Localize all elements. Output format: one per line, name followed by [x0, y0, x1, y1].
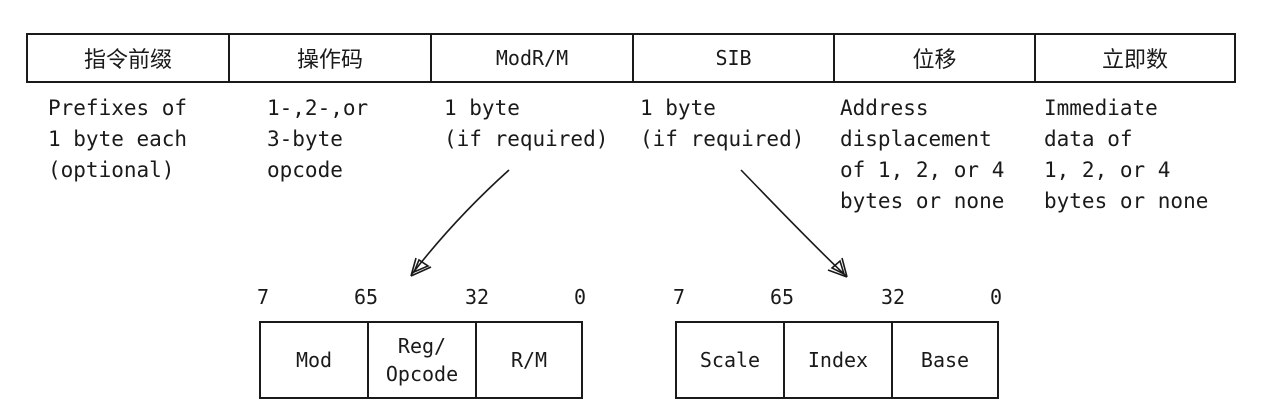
field-modrm: ModR/M [432, 35, 634, 81]
desc-displacement: Address displacement of 1, 2, or 4 bytes… [840, 96, 1005, 213]
sib-bit-0: 0 [990, 285, 1003, 309]
sib-bit-65: 65 [770, 285, 795, 309]
sib-bit-7: 7 [673, 285, 686, 309]
modrm-bit-0: 0 [574, 285, 587, 309]
field-prefixes: 指令前缀 [28, 35, 230, 81]
modrm-field-rm: R/M [510, 348, 548, 372]
desc-sib: 1 byte (if required) [640, 96, 805, 151]
arrow-sib [740, 169, 848, 278]
modrm-bit-32: 32 [465, 285, 490, 309]
sib-field-base: Base [920, 348, 970, 372]
field-immediate: 立即数 [1101, 48, 1168, 73]
modrm-field-reg-opcode: Reg/ Opcode [369, 323, 477, 397]
sib-bit-32: 32 [881, 285, 906, 309]
desc-modrm: 1 byte (if required) [444, 96, 609, 151]
arrow-modrm [410, 169, 510, 277]
sib-byte-box: Scale Index Base [675, 321, 999, 399]
desc-opcode: 1-,2-,or 3-byte opcode [267, 96, 369, 182]
modrm-bit-7: 7 [257, 285, 270, 309]
sib-field-scale: Scale [677, 323, 785, 397]
modrm-field-mod: Mod [261, 323, 369, 397]
desc-prefixes: Prefixes of 1 byte each (optional) [48, 96, 188, 182]
field-opcode: 操作码 [230, 35, 432, 81]
desc-immediate: Immediate data of 1, 2, or 4 bytes or no… [1044, 96, 1209, 213]
instruction-format-bar: 指令前缀 操作码 ModR/M SIB 位移 立即数 [26, 33, 1236, 83]
modrm-bit-65: 65 [354, 285, 379, 309]
field-sib: SIB [634, 35, 835, 81]
sib-field-index: Index [785, 323, 893, 397]
modrm-byte-box: Mod Reg/ Opcode R/M [259, 321, 583, 399]
field-displacement: 位移 [835, 35, 1036, 81]
